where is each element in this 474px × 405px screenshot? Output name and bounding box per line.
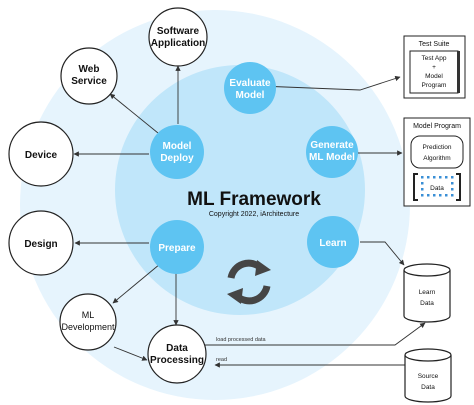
connectors — [73, 65, 426, 368]
arrow-deploy-web — [109, 93, 159, 134]
test-suite-title: Test Suite — [419, 41, 450, 48]
svg-text:Prepare: Prepare — [158, 243, 196, 254]
svg-text:Algorithm: Algorithm — [423, 155, 450, 162]
node-data-processing[interactable]: Data Processing — [147, 324, 207, 384]
node-web-service[interactable]: Web Service — [60, 47, 118, 105]
svg-text:Learn: Learn — [419, 289, 436, 296]
test-suite-scrollbar — [457, 51, 460, 93]
node-generate-ml-model[interactable]: Generate ML Model — [306, 126, 358, 178]
edge-label-read: read — [216, 357, 227, 363]
arrow-mldev-dataproc — [113, 346, 148, 361]
svg-text:Data: Data — [421, 384, 435, 391]
svg-text:Generate: Generate — [310, 140, 354, 151]
test-suite-box[interactable]: Test Suite Test App + Model Program — [403, 35, 466, 99]
model-program-title: Model Program — [413, 123, 461, 130]
node-learn[interactable]: Learn — [307, 216, 359, 268]
arrow-learn-learndata — [360, 241, 405, 266]
node-design[interactable]: Design — [8, 210, 74, 276]
svg-text:Device: Device — [25, 150, 58, 161]
svg-text:ML: ML — [82, 310, 95, 320]
node-software-application[interactable]: Software Application — [148, 7, 208, 67]
svg-text:Test App: Test App — [422, 55, 447, 62]
svg-text:Source: Source — [418, 373, 439, 380]
node-evaluate-model[interactable]: Evaluate Model — [224, 62, 276, 114]
node-prepare[interactable]: Prepare — [150, 220, 204, 274]
arrow-dataproc-learndata — [204, 322, 426, 346]
database-cylinder-icon — [403, 263, 451, 323]
data-label: Data — [430, 185, 444, 192]
model-program-box[interactable]: Model Program Prediction Algorithm Data — [403, 117, 471, 207]
svg-text:Prediction: Prediction — [423, 144, 452, 151]
prediction-algorithm-box — [410, 135, 464, 169]
source-data-store[interactable]: Source Data — [404, 348, 452, 403]
svg-text:Processing: Processing — [150, 355, 204, 366]
svg-text:Software: Software — [157, 26, 200, 37]
recycle-arrows-icon — [227, 259, 271, 305]
edge-label-load: load processed data — [216, 337, 266, 343]
svg-text:Evaluate: Evaluate — [229, 78, 271, 89]
svg-text:Model: Model — [163, 141, 192, 152]
node-ml-development[interactable]: ML Development — [59, 293, 117, 351]
svg-text:Development: Development — [61, 322, 115, 332]
learn-data-store[interactable]: Learn Data — [403, 263, 451, 323]
svg-text:+: + — [432, 64, 436, 71]
database-cylinder-icon — [404, 348, 452, 403]
svg-text:Application: Application — [151, 38, 205, 49]
node-device[interactable]: Device — [8, 121, 74, 187]
arrow-evaluate-testsuite — [259, 75, 401, 91]
bracket-left-icon — [413, 173, 418, 201]
svg-text:Learn: Learn — [319, 238, 346, 249]
data-grid-icon — [421, 176, 454, 197]
svg-text:Web: Web — [79, 64, 100, 75]
svg-text:Model: Model — [425, 73, 443, 80]
svg-text:Program: Program — [422, 82, 447, 89]
svg-text:Data: Data — [166, 343, 188, 354]
svg-text:Service: Service — [71, 76, 107, 87]
svg-text:Deploy: Deploy — [160, 153, 194, 164]
svg-text:ML Model: ML Model — [309, 152, 355, 163]
svg-text:Data: Data — [420, 300, 434, 307]
diagram-title: ML Framework — [187, 189, 321, 210]
copyright-text: Copyright 2022, iArchitecture — [209, 211, 299, 218]
svg-text:Model: Model — [236, 90, 265, 101]
node-model-deploy[interactable]: Model Deploy — [150, 125, 204, 179]
svg-text:Design: Design — [24, 239, 57, 250]
arrow-prepare-mldev — [112, 263, 161, 304]
bracket-right-icon — [456, 173, 461, 201]
